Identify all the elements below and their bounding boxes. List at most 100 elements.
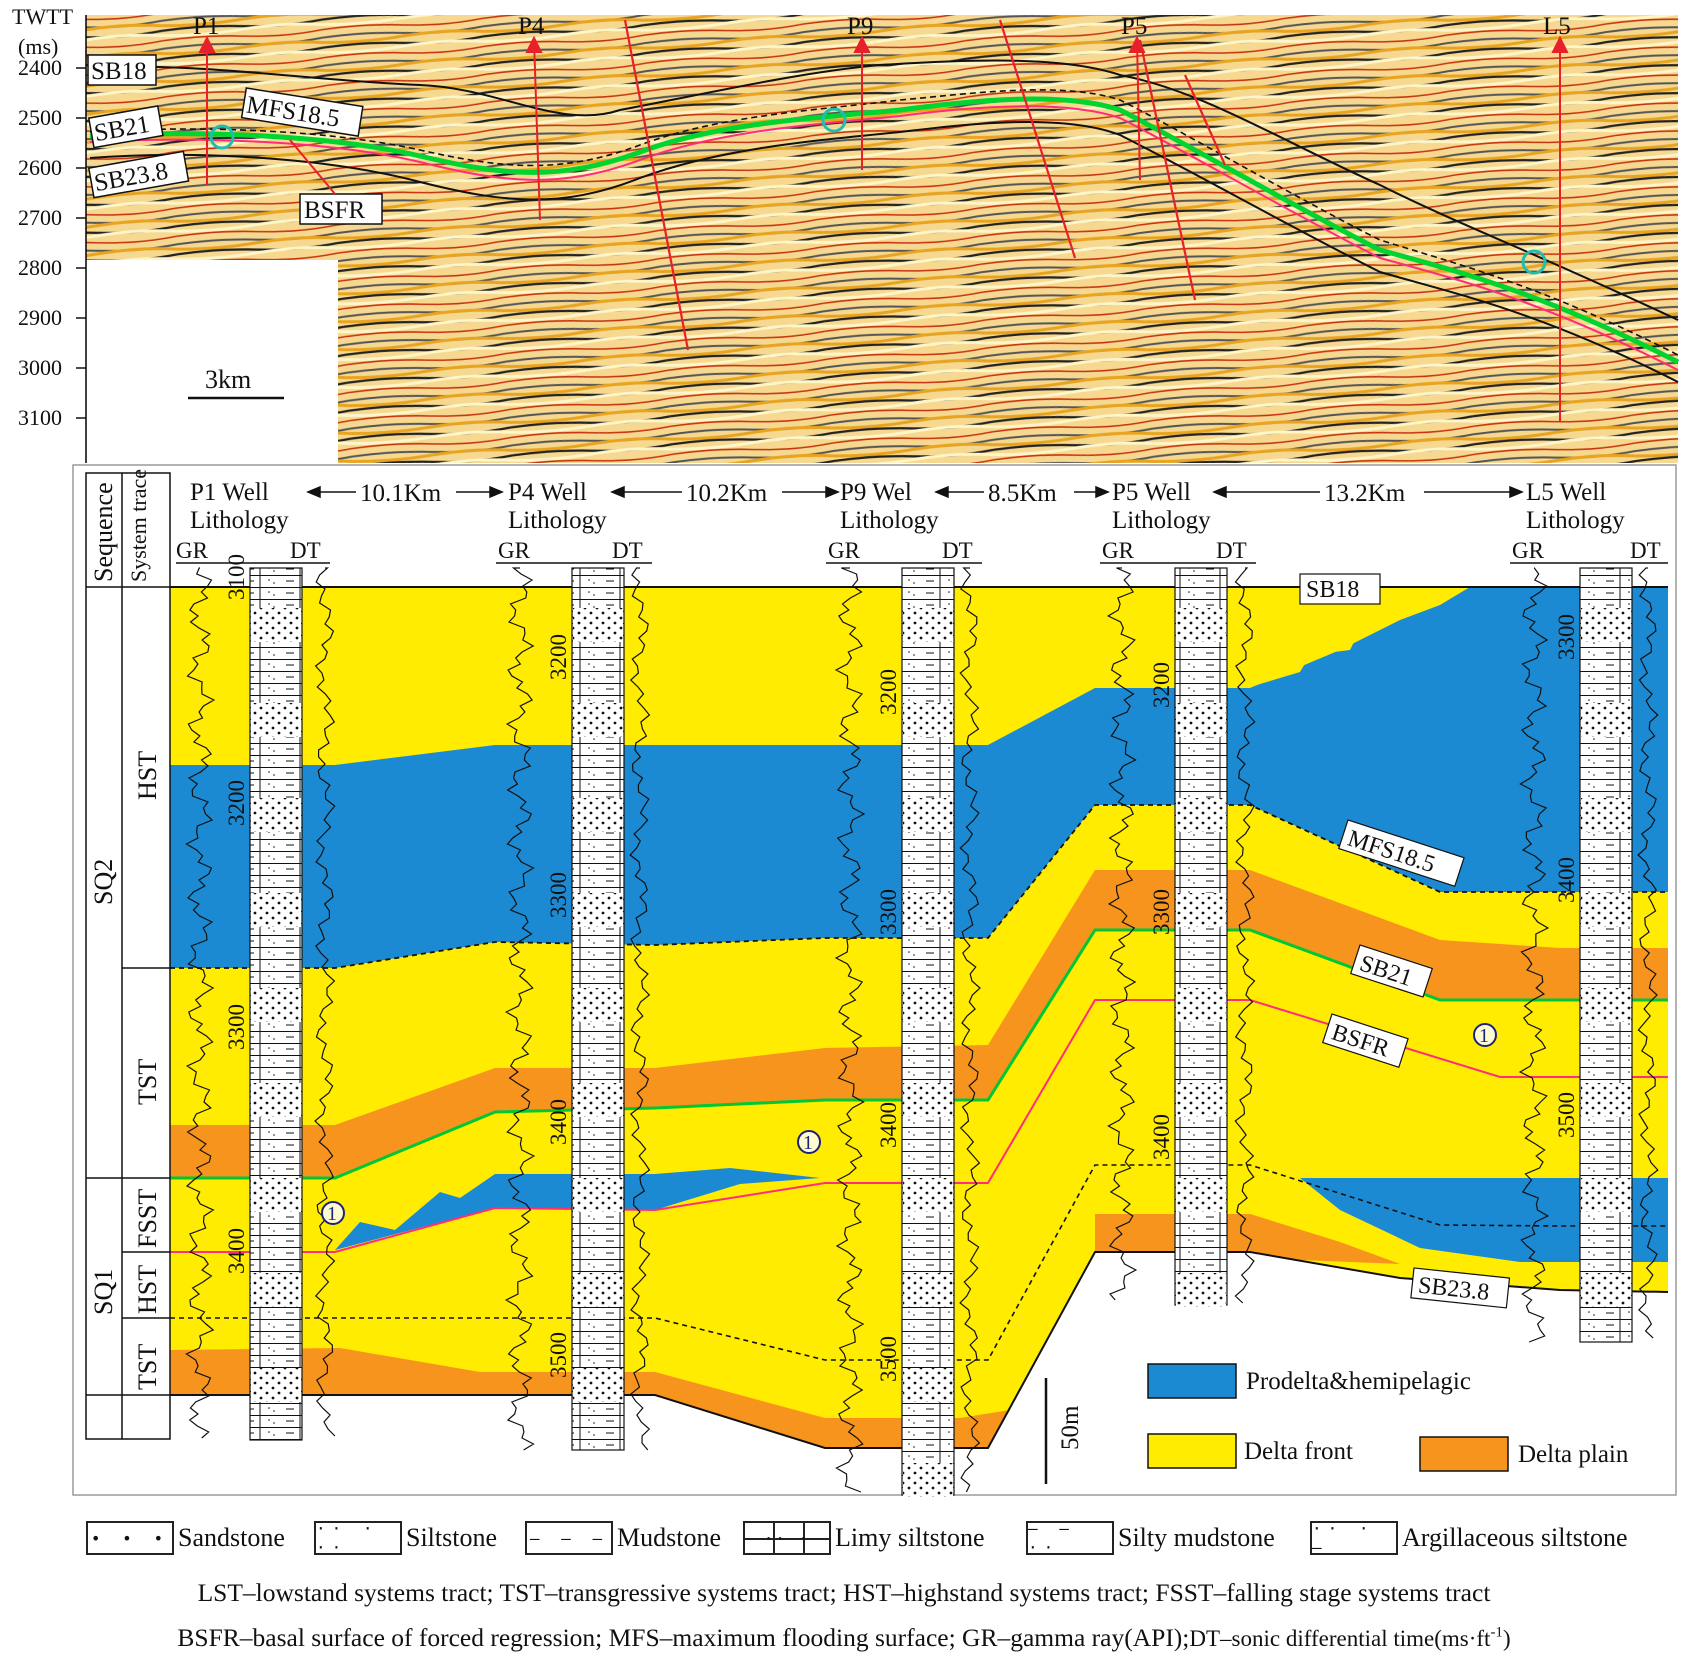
sand-interval	[573, 703, 623, 737]
seis-well-p1: P1	[193, 13, 219, 40]
dt-curve	[959, 567, 981, 1493]
sand-interval	[903, 608, 953, 642]
tract-tst-sq1: TST	[133, 1344, 162, 1390]
seismic-wells	[198, 35, 1569, 422]
depth-label: 3500	[546, 1332, 571, 1378]
tract-hst-sq1: HST	[133, 1265, 162, 1314]
depth-label: 3200	[876, 669, 901, 715]
distance-p5-l5: 13.2Km	[1324, 480, 1406, 507]
svg-text:3km: 3km	[205, 365, 251, 394]
depth-label: 3300	[876, 889, 901, 935]
depth-label: 3300	[1149, 889, 1174, 935]
sand-interval	[251, 608, 301, 642]
gr-curve	[1518, 567, 1550, 1343]
well-correlation-panel: Sequence System trace SQ2 SQ1 HST TST FS…	[72, 464, 1677, 1497]
distance-p4-p9: 10.2Km	[686, 480, 768, 507]
seismic-horizon-labels: SB18 MFS18.5 SB21 SB23.8 BSFR	[87, 54, 383, 225]
dt-curve	[1234, 567, 1256, 1304]
legend-prodelta: Prodelta&hemipelagic	[1246, 1368, 1471, 1395]
svg-text:GR: GR	[1102, 538, 1135, 563]
sand-interval	[1176, 1273, 1226, 1307]
twtt-tick-label: 3000	[18, 355, 62, 380]
well-headers: P1 Well Lithology GR DT P4 Well Litholog…	[176, 479, 1661, 563]
seismic-horizons	[89, 59, 1680, 383]
sand-interval	[1581, 893, 1631, 927]
well-sub-p4: Lithology	[508, 507, 607, 534]
sandstone-swatch: • • •	[86, 1521, 174, 1555]
sb21-line	[170, 928, 1668, 1180]
corr-label-sb18: SB18	[1306, 577, 1359, 603]
seis-well-p4: P4	[518, 13, 545, 40]
seismic-section: TWTT (ms) 240025002600270028002900300031…	[12, 4, 1680, 465]
depth-label: 3300	[1554, 614, 1579, 660]
sand-interval	[903, 1178, 953, 1212]
distance-p1-p4: 10.1Km	[360, 480, 442, 507]
prodelta-fsst-east	[1300, 1178, 1668, 1262]
well-sub-l5: Lithology	[1526, 507, 1625, 534]
sand-interval	[903, 1463, 953, 1497]
svg-text:50m: 50m	[1057, 1405, 1084, 1450]
well-name-l5: L5 Well	[1526, 479, 1606, 506]
depth-label: 3400	[224, 1228, 249, 1274]
sand-interval	[251, 1083, 301, 1117]
depth-label: 3400	[1554, 857, 1579, 903]
sand-interval	[251, 798, 301, 832]
dt-curve	[314, 567, 336, 1437]
col-header-system-trace: System trace	[126, 469, 151, 582]
depth-label: 3200	[546, 634, 571, 680]
svg-text:1: 1	[803, 1132, 813, 1154]
argillaceous-siltstone-swatch: ·· · –	[1310, 1519, 1398, 1557]
twtt-tick-label: 2500	[18, 105, 62, 130]
dt-curve	[1637, 567, 1659, 1339]
twtt-axis: TWTT (ms) 240025002600270028002900300031…	[12, 4, 86, 430]
horizon-sb23	[89, 120, 1679, 383]
depth-label: 3400	[546, 1099, 571, 1145]
sequence-labels: Sequence System trace SQ2 SQ1 HST TST FS…	[89, 469, 162, 1390]
distance-label-bg	[356, 478, 1424, 506]
sand-interval	[573, 1178, 623, 1212]
col-header-sequence: Sequence	[89, 482, 118, 582]
lithology-column	[1579, 567, 1633, 1343]
sand-interval	[1176, 608, 1226, 642]
sq1-internal-dashed	[170, 1164, 1668, 1361]
sand-interval	[903, 1368, 953, 1402]
definitions-line-2: BSFR–basal surface of forced regression;…	[177, 1623, 1511, 1652]
depth-label: 3100	[224, 554, 249, 600]
svg-text:GR: GR	[828, 538, 861, 563]
well-name-p4: P4 Well	[508, 479, 587, 506]
well-name-p1: P1 Well	[190, 479, 269, 506]
svg-text:GR: GR	[1512, 538, 1545, 563]
sand-interval	[903, 1083, 953, 1117]
seq-sq2: SQ2	[89, 859, 118, 905]
well-column: 3100 3200 3300 3400	[185, 554, 336, 1441]
tract-tst-sq2: TST	[133, 1059, 162, 1105]
sand-interval	[573, 988, 623, 1022]
sand-interval	[251, 1368, 301, 1402]
depth-label: 3200	[224, 780, 249, 826]
sand-interval	[573, 893, 623, 927]
twtt-tick-label: 3100	[18, 405, 62, 430]
sand-interval	[251, 703, 301, 737]
well-sub-p1: Lithology	[190, 507, 289, 534]
svg-text:DT: DT	[290, 538, 321, 563]
sand-interval	[1176, 798, 1226, 832]
definitions-line-1: LST–lowstand systems tract; TST–transgre…	[197, 1578, 1491, 1607]
sand-interval	[1176, 1083, 1226, 1117]
sand-interval	[1581, 798, 1631, 832]
well-sub-p9: Lithology	[840, 507, 939, 534]
sand-interval	[573, 1368, 623, 1402]
lithology-legend: • • • Sandstone ·· · ·· Siltstone – – – …	[0, 1500, 1688, 1668]
sand-interval	[903, 893, 953, 927]
seismic-image	[86, 15, 1678, 463]
sand-interval	[251, 1178, 301, 1212]
label-sb18: SB18	[91, 58, 147, 85]
svg-text:DT: DT	[1630, 538, 1661, 563]
depth-label: 3300	[224, 1004, 249, 1050]
sand-interval	[1581, 608, 1631, 642]
twtt-tick-label: 2400	[18, 55, 62, 80]
delta-plain-sq1-lower	[170, 1348, 1010, 1448]
svg-text:GR: GR	[176, 538, 209, 563]
well-name-p5: P5 Well	[1112, 479, 1191, 506]
distance-p9-p5: 8.5Km	[988, 480, 1057, 507]
